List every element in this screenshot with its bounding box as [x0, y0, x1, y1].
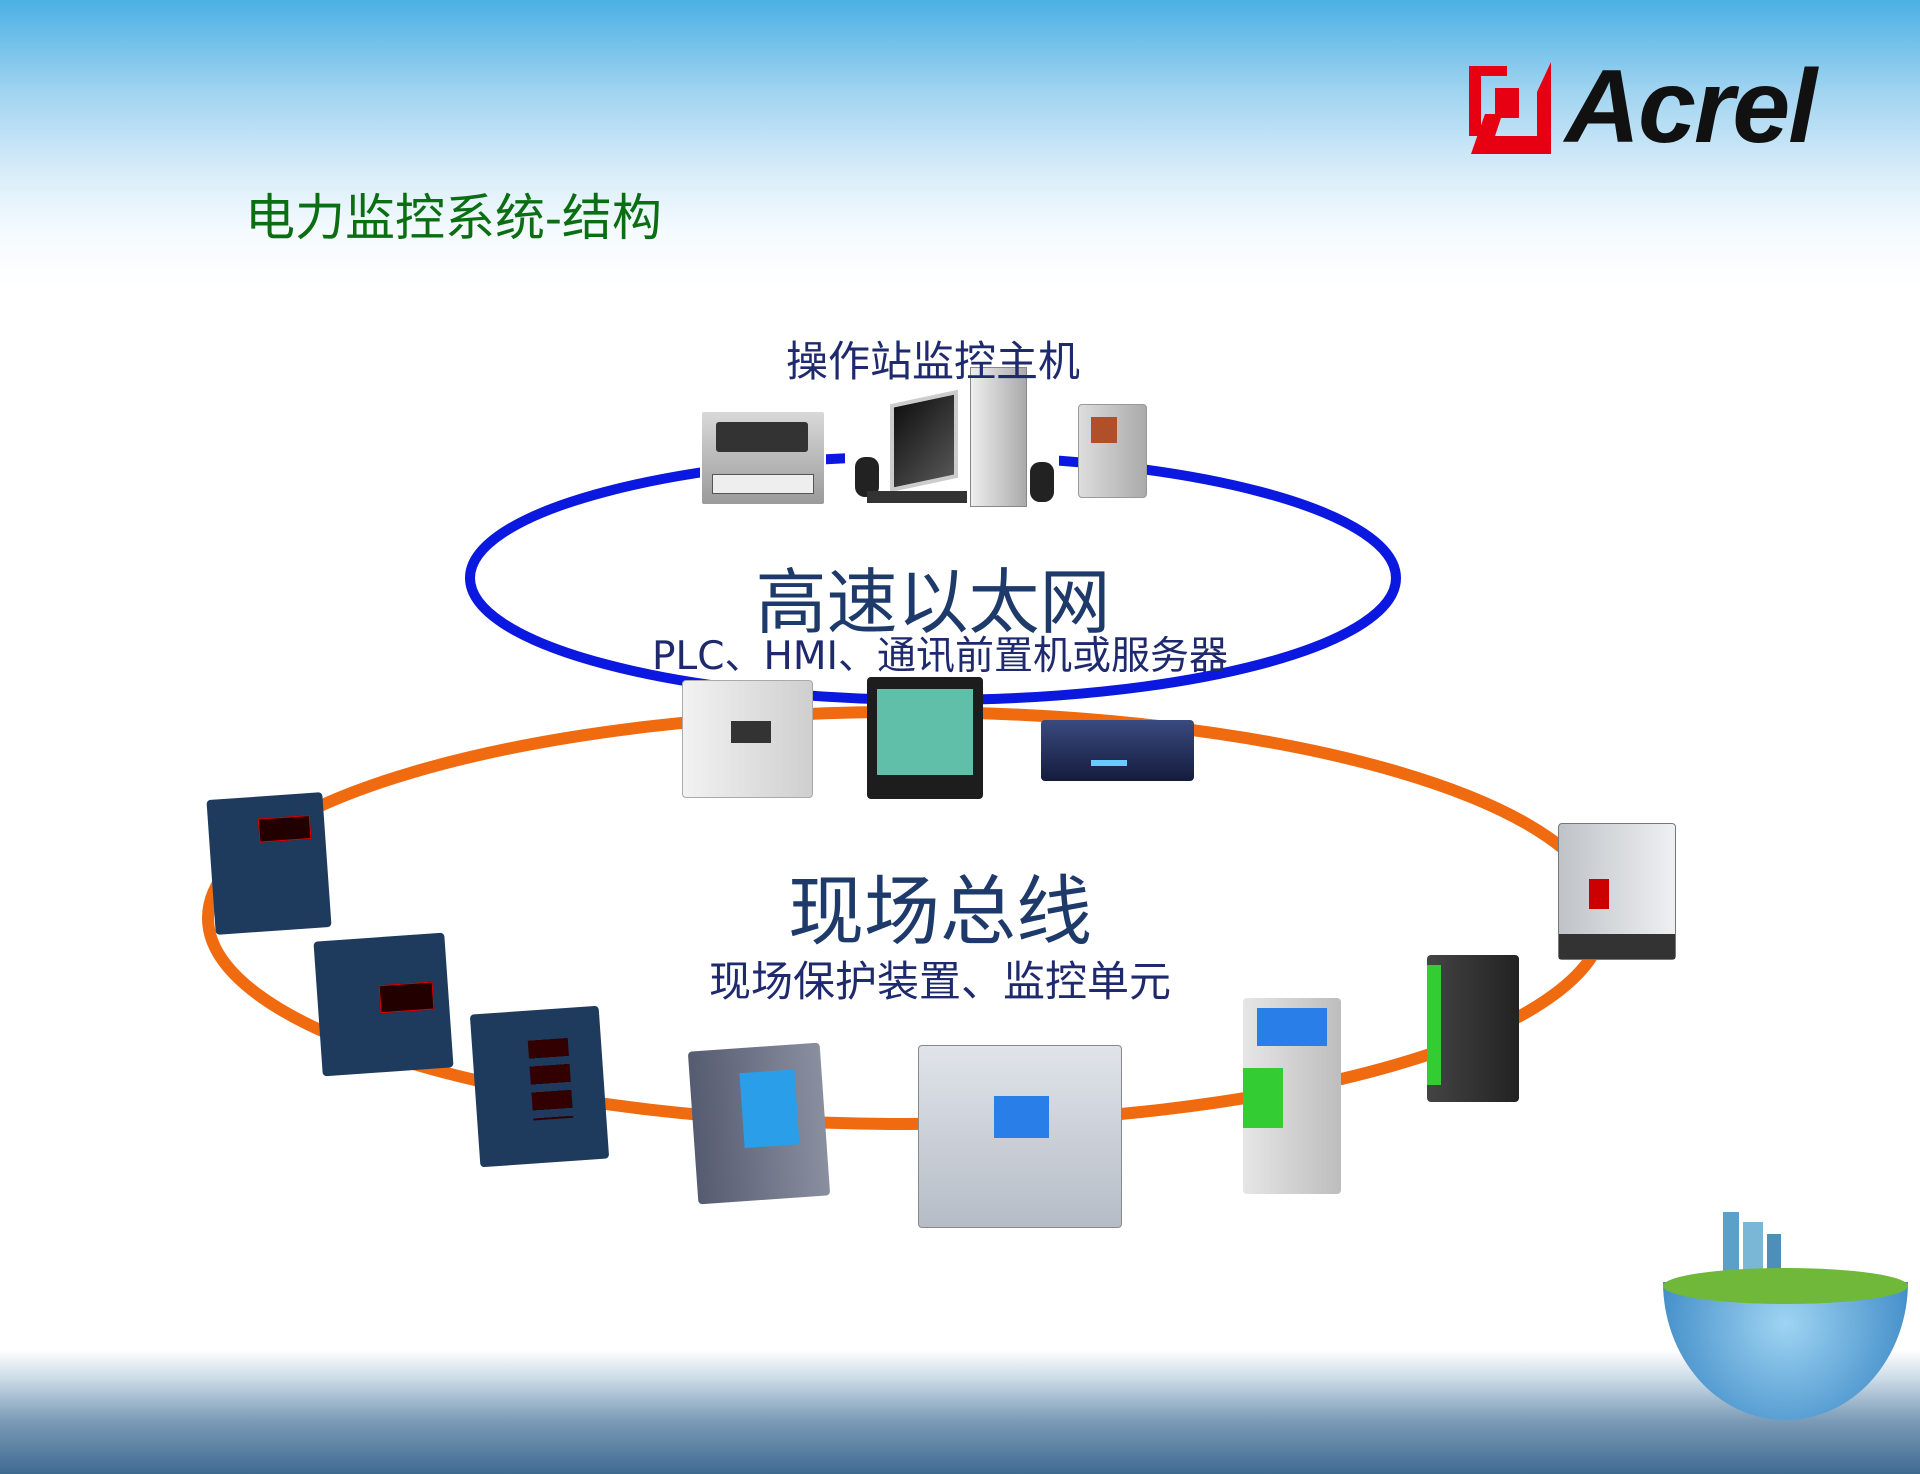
acrel-mark-icon: [1469, 62, 1551, 154]
ethernet-top-label: 操作站监控主机: [785, 337, 1081, 386]
plc-icon: [682, 680, 813, 798]
ethernet-sub-label: PLC、HMI、通讯前置机或服务器: [652, 634, 1228, 679]
bottom-water-band: [0, 1350, 1920, 1474]
power-meter-icon: [206, 792, 332, 935]
ethernet-name: 高速以太网: [755, 561, 1111, 644]
slide-title: 电力监控系统-结构: [245, 189, 662, 247]
globe-city-icon: [1663, 1212, 1908, 1420]
computer-icon: [845, 367, 1059, 508]
gateway-icon: [1041, 720, 1194, 781]
fieldbus-sub-label: 现场保护装置、监控单元: [708, 957, 1172, 1006]
fieldbus-name: 现场总线: [788, 867, 1092, 956]
ups-icon: [1078, 404, 1147, 498]
protection-relay-icon: [918, 1045, 1122, 1228]
acrel-wordmark: Acrel: [1565, 49, 1817, 165]
printer-icon: [700, 410, 826, 506]
hmi-icon: [867, 677, 983, 799]
acrel-logo: Acrel: [1467, 49, 1877, 165]
din-module-icon: [1243, 998, 1341, 1194]
power-meter-icon: [313, 932, 454, 1077]
power-meter-icon: [469, 1005, 610, 1168]
power-meter-icon: [687, 1042, 831, 1205]
io-module-icon: [1427, 955, 1519, 1102]
circuit-breaker-icon: [1558, 823, 1676, 960]
